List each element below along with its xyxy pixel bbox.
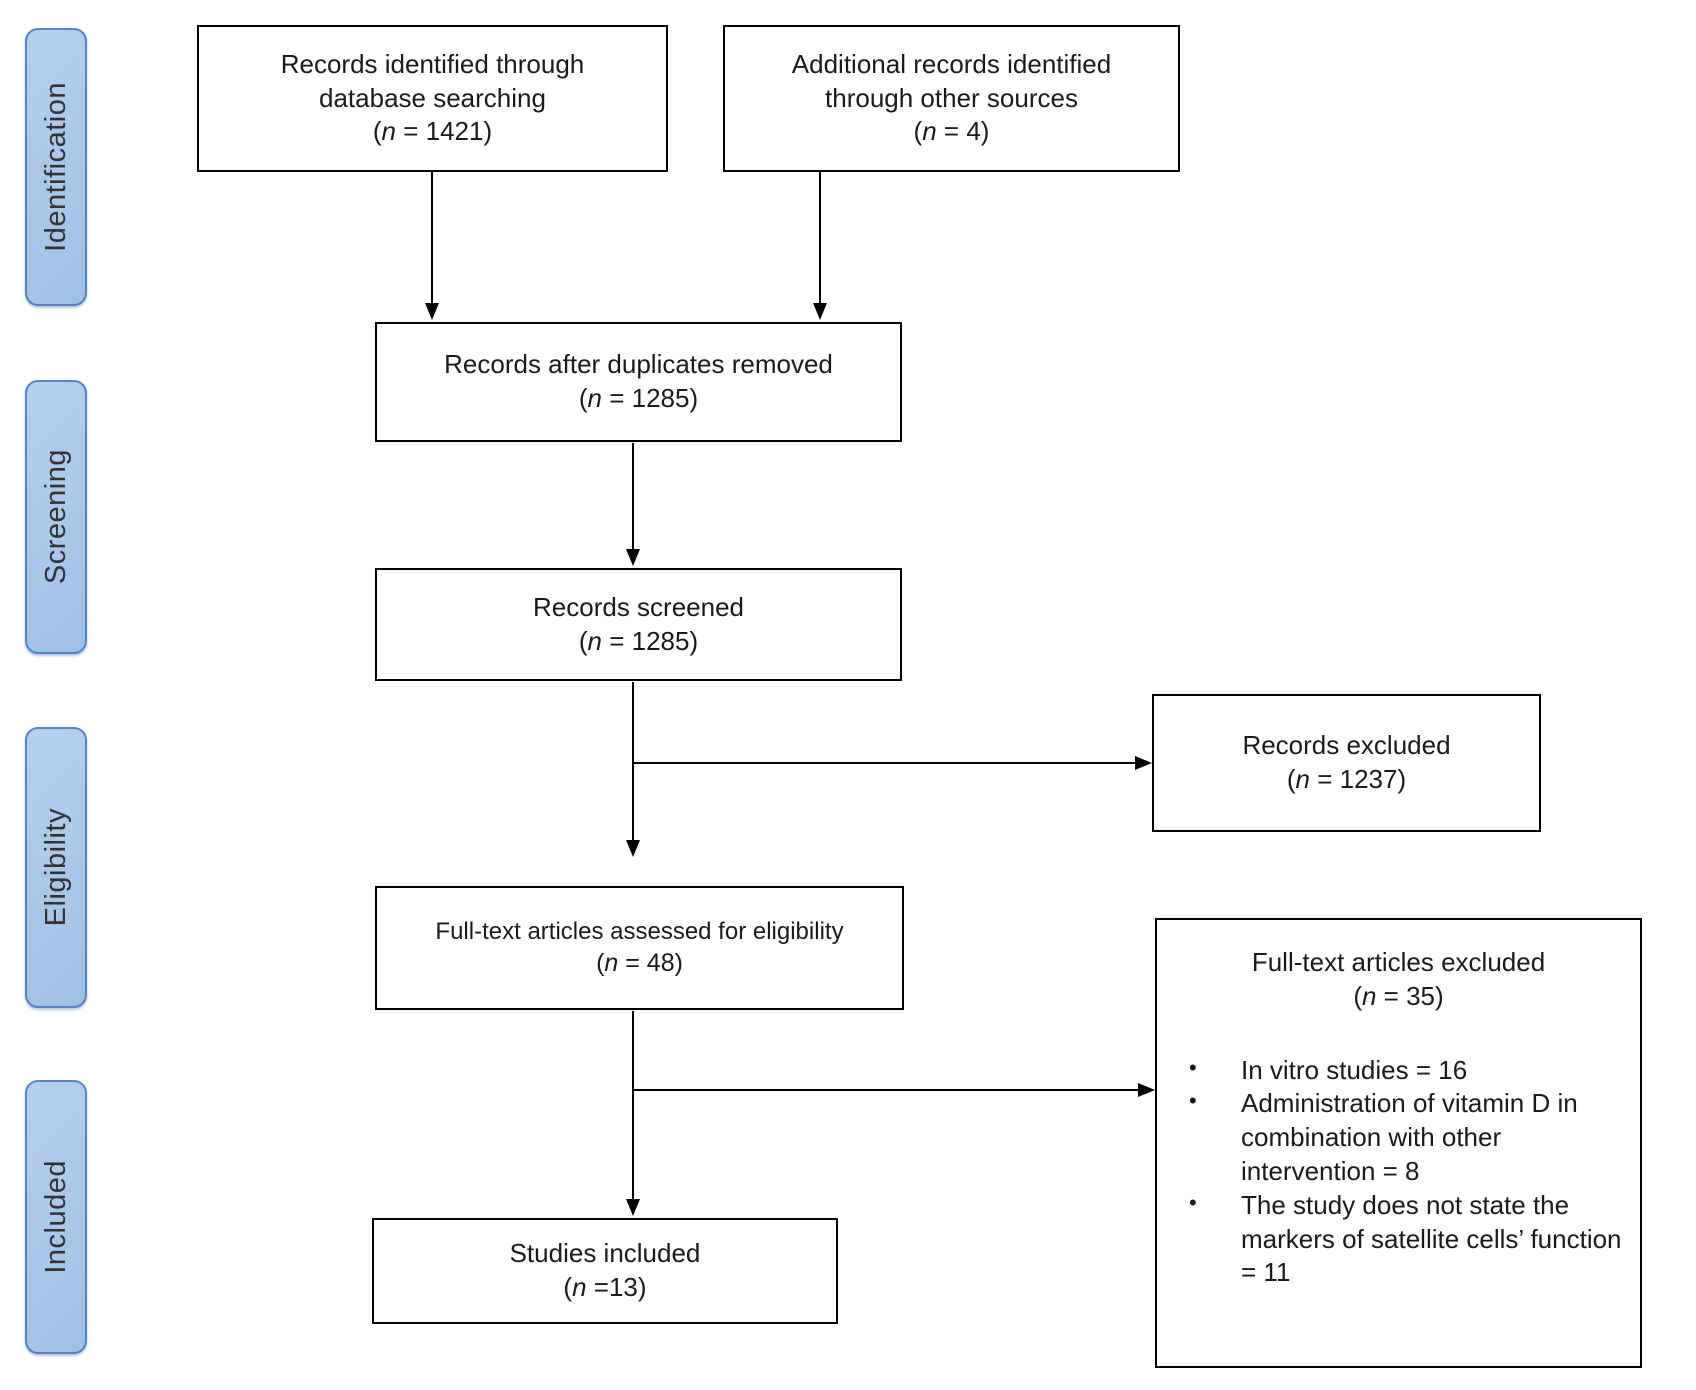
- box-records-identified-database-label: Records identified through database sear…: [280, 48, 585, 113]
- stage-included-label: Included: [39, 1160, 72, 1274]
- box-fulltext-assessed-label: Full-text articles assessed for eligibil…: [435, 918, 844, 946]
- box-fulltext-excluded-label: Full-text articles excluded: [1251, 947, 1546, 977]
- stage-eligibility: Eligibility: [25, 727, 87, 1008]
- box-records-identified-database-count: (n = 1421): [372, 116, 493, 147]
- exclusion-reason-item: In vitro studies = 16: [1189, 1054, 1624, 1088]
- box-additional-records-count: (n = 4): [913, 116, 990, 147]
- box-after-duplicates: Records after duplicates removed (n = 12…: [375, 322, 902, 442]
- stage-screening-label: Screening: [39, 449, 72, 585]
- arrowhead-fulltext-to-excluded: [1138, 1083, 1155, 1097]
- stage-identification: Identification: [25, 28, 87, 306]
- box-records-excluded: Records excluded (n = 1237): [1152, 694, 1541, 832]
- stage-screening: Screening: [25, 380, 87, 654]
- exclusion-reason-item: The study does not state the markers of …: [1189, 1189, 1624, 1290]
- box-records-screened-label: Records screened: [533, 591, 744, 622]
- stage-included: Included: [25, 1080, 87, 1354]
- exclusion-reasons-list: In vitro studies = 16 Administration of …: [1157, 1054, 1640, 1291]
- box-records-identified-database: Records identified through database sear…: [197, 25, 668, 172]
- box-studies-included: Studies included (n =13): [372, 1218, 838, 1324]
- arrowhead-screened-to-excluded: [1135, 756, 1152, 770]
- box-additional-records-label: Additional records identified through ot…: [791, 48, 1112, 113]
- box-additional-records: Additional records identified through ot…: [723, 25, 1180, 172]
- arrowhead-duplicates-to-screened: [626, 549, 640, 566]
- arrowhead-db-to-duplicates: [425, 303, 439, 320]
- box-fulltext-assessed: Full-text articles assessed for eligibil…: [375, 886, 904, 1010]
- box-records-screened-count: (n = 1285): [578, 625, 699, 656]
- arrowhead-sources-to-duplicates: [813, 303, 827, 320]
- box-after-duplicates-count: (n = 1285): [578, 383, 699, 413]
- box-fulltext-assessed-count: (n = 48): [596, 949, 683, 978]
- arrowhead-fulltext-to-included: [626, 1199, 640, 1216]
- box-after-duplicates-label: Records after duplicates removed: [444, 349, 833, 380]
- stage-identification-label: Identification: [39, 82, 72, 252]
- box-studies-included-label: Studies included: [509, 1238, 701, 1269]
- stage-eligibility-label: Eligibility: [39, 808, 72, 927]
- box-records-excluded-label: Records excluded: [1242, 730, 1451, 761]
- arrowhead-screened-to-fulltext: [626, 840, 640, 857]
- box-studies-included-count: (n =13): [563, 1272, 647, 1302]
- exclusion-reason-item: Administration of vitamin D in combinati…: [1189, 1087, 1624, 1188]
- box-records-excluded-count: (n = 1237): [1286, 764, 1407, 794]
- box-fulltext-excluded-count: (n = 35): [1353, 980, 1444, 1011]
- box-records-screened: Records screened (n = 1285): [375, 568, 902, 681]
- box-fulltext-excluded: Full-text articles excluded (n = 35) In …: [1155, 918, 1642, 1368]
